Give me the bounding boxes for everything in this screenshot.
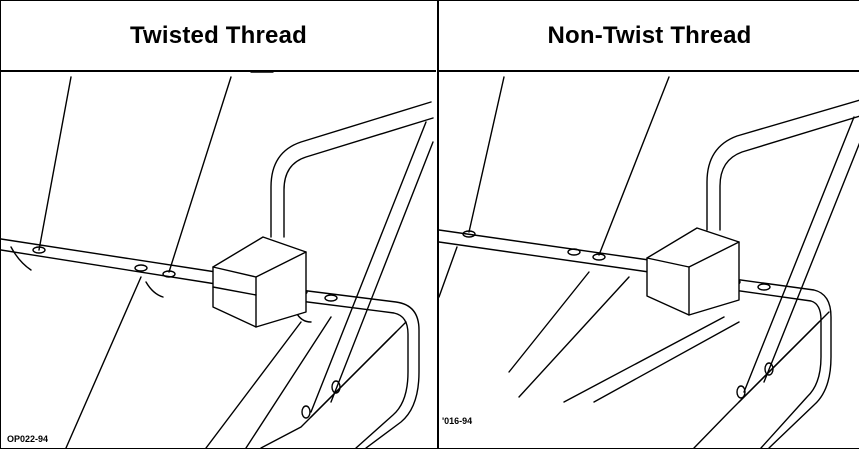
non-twist-thread-illustration	[439, 76, 859, 448]
thread-line	[563, 316, 725, 403]
twist-wrap	[145, 281, 164, 298]
non-twist-thread-title: Non-Twist Thread	[439, 1, 859, 72]
thread-line	[518, 276, 630, 398]
thread-line	[168, 76, 232, 273]
thread-line	[38, 76, 72, 251]
twisted-thread-illustration	[1, 72, 434, 448]
clamp-block	[646, 227, 740, 316]
riser-right-edge	[283, 117, 434, 238]
tube-continuation-top	[283, 287, 420, 448]
clamp-block	[212, 236, 307, 328]
thread-line	[439, 246, 458, 298]
thread-line	[593, 321, 740, 403]
riser-right-edge	[719, 115, 859, 231]
non-twist-thread-figure-code: '016-94	[442, 416, 473, 426]
horizontal-tube-bottom-edge	[1, 249, 217, 285]
twist-wrap	[10, 246, 32, 271]
thread-line	[310, 121, 427, 413]
thread-line	[468, 76, 505, 233]
horizontal-tube-bottom-edge	[439, 241, 650, 273]
tube-continuation-bottom	[283, 298, 409, 448]
horizontal-tube-top-edge	[1, 238, 217, 273]
thread-line	[245, 316, 332, 448]
thread-line	[330, 141, 434, 403]
twisted-thread-title: Twisted Thread	[1, 1, 436, 72]
thread-line	[508, 271, 590, 373]
thread-line	[65, 276, 142, 448]
riser-left-edge	[706, 99, 859, 231]
thread-line	[763, 142, 859, 383]
twisted-thread-figure-code: OP022-94	[7, 434, 49, 444]
twisted-thread-panel: Twisted Thread	[1, 1, 436, 448]
thread-line	[743, 116, 855, 393]
thread-line	[598, 76, 670, 256]
thread-line	[205, 321, 302, 448]
non-twist-thread-panel: Non-Twist Thread	[437, 1, 859, 448]
riser-left-edge	[270, 101, 432, 238]
horizontal-tube-top-edge	[439, 229, 650, 261]
